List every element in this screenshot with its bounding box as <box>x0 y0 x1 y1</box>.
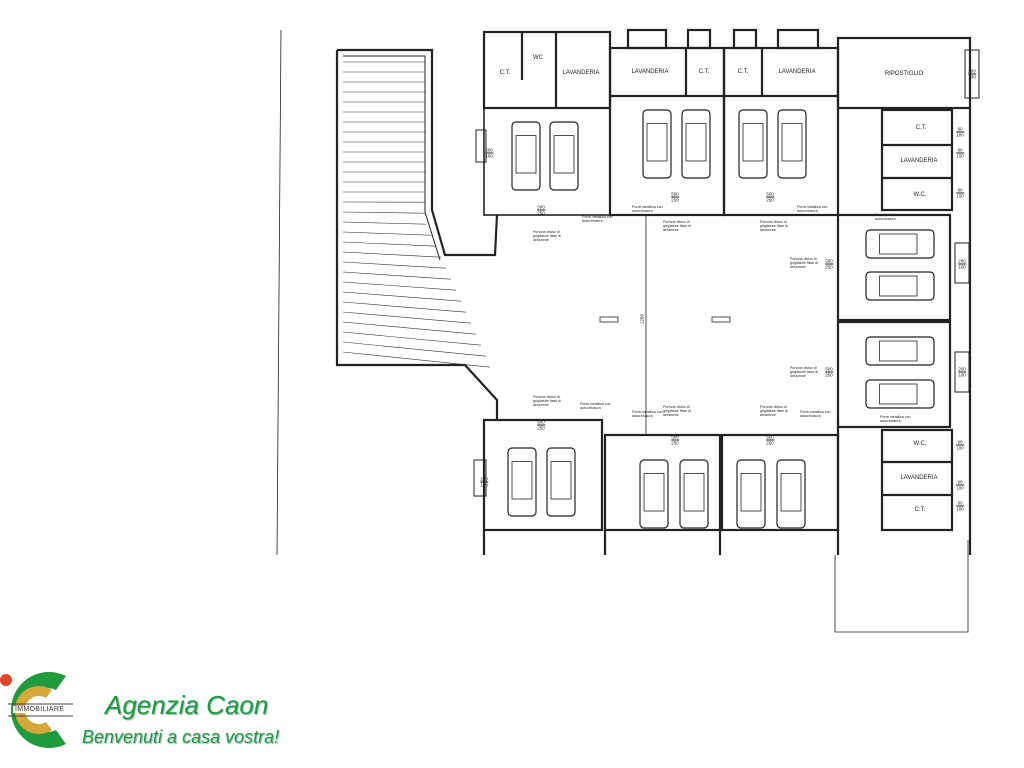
door-note: Porta metallica con autochiusura <box>632 410 663 419</box>
agency-logo <box>0 672 73 749</box>
door-note: Porta metallica con autochiusura <box>880 415 911 424</box>
ramp-step <box>342 251 442 258</box>
ramp-step <box>342 301 467 313</box>
car-icon <box>865 336 935 366</box>
car-icon <box>511 121 541 191</box>
room-label: LAVANDERIA <box>900 475 938 481</box>
car-icon <box>736 459 766 529</box>
door-note: Portone diviso di grigliature fisse di a… <box>760 405 788 418</box>
door-note: Porta metallica con autochiusura <box>875 213 906 222</box>
car-icon <box>679 459 709 529</box>
room-label: C.T. <box>698 69 710 75</box>
walls <box>276 28 980 633</box>
ramp-step <box>342 271 452 280</box>
door-note: Portone diviso di grigliature fisse di a… <box>790 257 818 270</box>
door-note: Porta metallica con autochiusura <box>797 205 828 214</box>
car-icon <box>777 109 807 179</box>
room-label: W.C. <box>913 192 927 198</box>
ramp-step <box>342 311 472 324</box>
car-icon <box>865 229 935 259</box>
door-note: Portone diviso di grigliature fisse di a… <box>760 220 788 233</box>
door-note: Portone diviso di grigliature fisse di a… <box>663 405 691 418</box>
room-label: LAVANDERIA <box>900 158 938 164</box>
door-note: Portone diviso di grigliature fisse di a… <box>790 366 818 379</box>
ramp-step <box>342 281 457 291</box>
dimension-label: 1280 <box>639 313 645 325</box>
door-note: Portone diviso di grigliature fisse di a… <box>533 395 561 408</box>
car-icon <box>546 447 576 517</box>
ramp-steps <box>342 61 491 368</box>
car-icon <box>776 459 806 529</box>
room-label: C.T. <box>915 125 927 131</box>
ramp-step <box>342 291 462 302</box>
door-note: Portone diviso di grigliature fisse di a… <box>663 220 691 233</box>
room-label: W.C. <box>913 441 927 447</box>
ramp-step <box>342 231 432 236</box>
door-note: Porta metallica con autochiusura <box>632 205 663 214</box>
room-label: WC <box>533 55 543 61</box>
room-label: RIPOSTIGLIO <box>884 71 924 77</box>
room-label: C.T. <box>737 69 749 75</box>
ramp-step <box>342 211 426 214</box>
car-icon <box>681 109 711 179</box>
car-icon <box>738 109 768 179</box>
ramp-step <box>342 341 487 357</box>
room-label: C.T. <box>914 507 926 513</box>
car-icon <box>865 379 935 409</box>
room-label: LAVANDERIA <box>778 69 816 75</box>
ramp-step <box>342 351 491 368</box>
room-label: LAVANDERIA <box>562 70 600 76</box>
logo-tagline: IMMOBILIARE <box>13 706 67 713</box>
room-label: C.T. <box>499 70 511 76</box>
door-note: Porta metallica con autochiusura <box>800 410 831 419</box>
parked-cars <box>507 109 935 529</box>
agency-slogan: Benvenuti a casa vostra! <box>82 727 280 747</box>
car-icon <box>865 271 935 301</box>
car-icon <box>507 447 537 517</box>
car-icon <box>639 459 669 529</box>
agency-name: Agenzia Caon <box>105 690 269 720</box>
room-label: LAVANDERIA <box>631 69 669 75</box>
door-note: Porta metallica con autochiusura <box>580 402 611 411</box>
ramp-step <box>342 241 437 247</box>
door-note: Portone diviso di grigliature fisse di a… <box>533 230 561 243</box>
door-note: Porta metallica con autochiusura <box>582 215 613 224</box>
ramp-step <box>342 321 477 335</box>
ramp-step <box>342 331 482 346</box>
car-icon <box>642 109 672 179</box>
ramp-step <box>342 261 447 269</box>
ramp-step <box>342 221 427 225</box>
car-icon <box>549 121 579 191</box>
